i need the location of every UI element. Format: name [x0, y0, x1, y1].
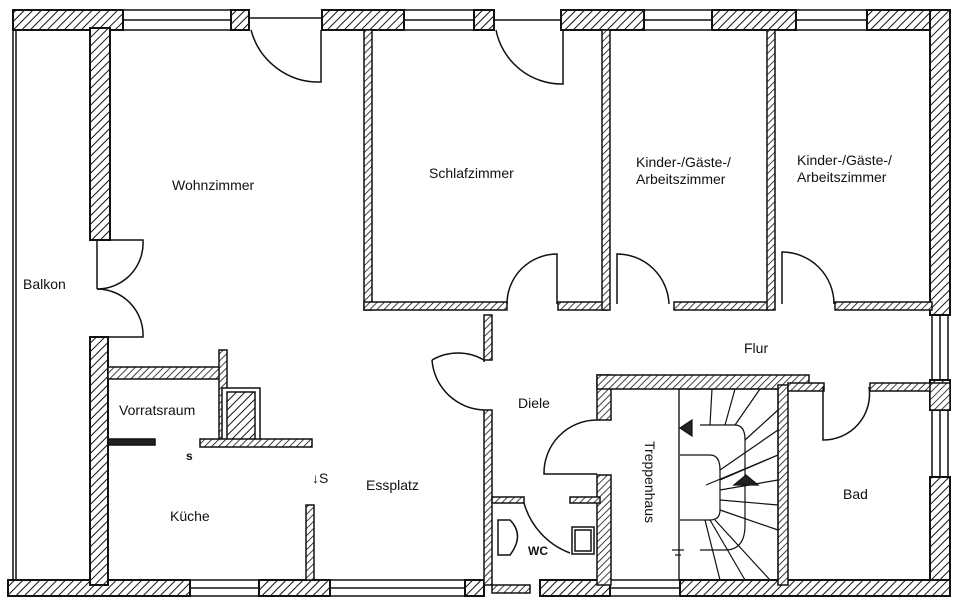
exterior-walls: [7, 9, 951, 597]
sliding-door-mark-top: s: [186, 449, 193, 463]
room-label-kinderzimmer-1: Kinder-/Gäste-/ Arbeitszimmer: [636, 154, 731, 187]
room-label-wohnzimmer: Wohnzimmer: [172, 177, 255, 193]
sliding-door-mark-side: ↓S: [312, 470, 329, 486]
room-label-diele: Diele: [518, 395, 550, 411]
room-label-flur: Flur: [744, 340, 769, 356]
room-label-balkon: Balkon: [23, 276, 66, 292]
room-label-wc: WC: [528, 544, 548, 558]
room-label-schlafzimmer: Schlafzimmer: [429, 165, 514, 181]
room-label-treppenhaus: Treppenhaus: [642, 441, 658, 523]
room-label-kueche: Küche: [170, 508, 210, 524]
interior-walls: [107, 29, 951, 594]
wc-fixtures: [497, 519, 595, 556]
doors: [96, 29, 871, 554]
room-label-bad: Bad: [843, 486, 868, 502]
staircase: [672, 388, 779, 581]
room-label-kinderzimmer-2: Kinder-/Gäste-/ Arbeitszimmer: [797, 152, 892, 185]
room-label-vorratsraum: Vorratsraum: [119, 402, 196, 418]
room-label-essplatz: Essplatz: [366, 477, 419, 493]
